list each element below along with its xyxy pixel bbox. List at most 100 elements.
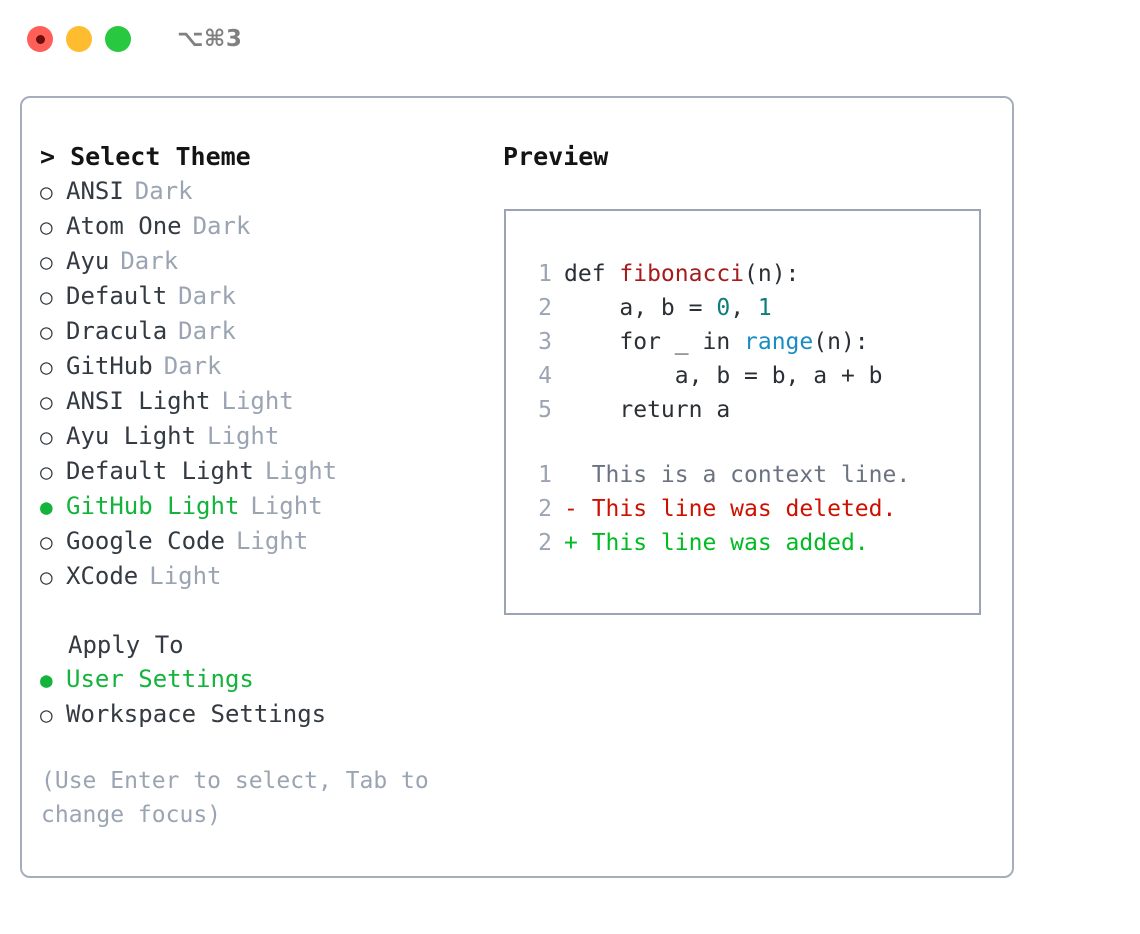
- radio-unselected-icon: ○: [40, 565, 53, 589]
- title-bar: ⌥⌘3: [0, 0, 1140, 78]
- apply-to-item[interactable]: ● User Settings: [40, 662, 502, 697]
- code-token-plain: return a: [564, 397, 731, 423]
- close-window-button[interactable]: [27, 26, 53, 52]
- theme-variant-badge: Light: [250, 492, 323, 520]
- radio-unselected-icon: ○: [40, 530, 53, 554]
- diff-line: 2 - This line was deleted.: [522, 492, 979, 526]
- theme-variant-badge: Light: [149, 562, 222, 590]
- theme-list-item[interactable]: ○ GitHub Dark: [40, 349, 502, 384]
- select-theme-heading: > Select Theme: [40, 142, 251, 171]
- theme-name-label: ANSI Light: [66, 387, 211, 415]
- radio-unselected-icon: ○: [40, 250, 53, 274]
- window-controls: [27, 26, 131, 52]
- diff-line-number: 2: [538, 496, 552, 522]
- apply-to-item[interactable]: ○Workspace Settings: [40, 697, 502, 732]
- code-line-number: 1: [538, 261, 552, 287]
- radio-unselected-icon: ○: [40, 355, 53, 379]
- code-line: 4 a, b = b, a + b: [522, 359, 979, 393]
- code-line-text: a, b = b, a + b: [564, 359, 883, 393]
- code-line-number: 4: [538, 363, 552, 389]
- theme-name-label: Dracula: [66, 317, 168, 345]
- radio-unselected-icon: ○: [40, 460, 53, 484]
- theme-variant-badge: Dark: [134, 177, 193, 205]
- radio-unselected-icon: ○: [40, 320, 53, 344]
- diff-line: 1 This is a context line.: [522, 458, 979, 492]
- code-token-plain: ,: [730, 295, 758, 321]
- code-line-text: a, b = 0, 1: [564, 291, 772, 325]
- theme-variant-badge: Dark: [178, 317, 236, 345]
- diff-line-text: - This line was deleted.: [564, 496, 897, 522]
- theme-list-item[interactable]: ○ Dracula Dark: [40, 314, 502, 349]
- spacer: [40, 594, 502, 628]
- minimize-window-button[interactable]: [66, 26, 92, 52]
- code-token-number: 1: [757, 295, 772, 321]
- diff-line-text: + This line was added.: [564, 530, 869, 556]
- keyboard-shortcut-label: ⌥⌘3: [177, 26, 243, 52]
- theme-list-item[interactable]: ○ Atom One Dark: [40, 209, 502, 244]
- theme-variant-badge: Dark: [163, 352, 222, 380]
- theme-name-label: GitHub: [66, 352, 153, 380]
- code-token-plain: a, b = b, a + b: [564, 363, 883, 389]
- diff-sample: 1 This is a context line. 2 - This line wa…: [522, 458, 979, 560]
- theme-variant-badge: Dark: [178, 282, 236, 310]
- code-line-text: def fibonacci(n):: [564, 257, 799, 291]
- theme-name-label: GitHub Light: [66, 492, 240, 520]
- code-line: 3 for _ in range(n):: [522, 325, 979, 359]
- keyboard-hint-text: (Use Enter to select, Tab to change focu…: [41, 768, 443, 828]
- theme-name-label: Atom One: [66, 212, 182, 240]
- theme-list-item[interactable]: ○ ANSI Dark: [40, 174, 502, 209]
- theme-name-label: ANSI: [66, 177, 124, 205]
- theme-name-label: XCode: [66, 562, 139, 590]
- theme-list-item[interactable]: ● GitHub Light Light: [40, 489, 502, 524]
- radio-unselected-icon: ○: [40, 180, 53, 204]
- diff-line-number: 1: [538, 462, 552, 488]
- theme-name-label: Default Light: [66, 457, 254, 485]
- code-line: 5 return a: [522, 393, 979, 427]
- radio-unselected-icon: ○: [40, 215, 53, 239]
- apply-to-label: User Settings: [66, 665, 254, 693]
- code-line: 2 a, b = 0, 1: [522, 291, 979, 325]
- spacer: [40, 732, 502, 764]
- theme-variant-badge: Light: [264, 457, 338, 485]
- theme-list-item[interactable]: ○ XCode Light: [40, 559, 502, 594]
- radio-selected-icon: ●: [40, 495, 53, 519]
- code-token-plain: (n):: [813, 329, 869, 355]
- theme-list-item[interactable]: ○ Default Dark: [40, 279, 502, 314]
- radio-unselected-icon: ○: [40, 285, 53, 309]
- code-line: 1 def fibonacci(n):: [522, 257, 979, 291]
- code-token-builtin: range: [744, 329, 814, 355]
- diff-line-text: This is a context line.: [564, 462, 911, 488]
- code-line-number: 2: [538, 295, 552, 321]
- theme-variant-badge: Dark: [120, 247, 179, 275]
- apply-to-list[interactable]: ● User Settings ○Workspace Settings: [40, 662, 502, 732]
- close-icon: [35, 34, 45, 44]
- theme-list-item[interactable]: ○ ANSI Light Light: [40, 384, 502, 419]
- code-line-number: 3: [538, 329, 552, 355]
- spacer: [522, 427, 979, 458]
- radio-unselected-icon: ○: [40, 390, 53, 414]
- theme-name-label: Default: [66, 282, 168, 310]
- diff-line-number: 2: [538, 530, 552, 556]
- theme-name-label: Ayu: [66, 247, 110, 275]
- theme-list-item[interactable]: ○ Ayu Dark: [40, 244, 502, 279]
- radio-unselected-icon: ○: [40, 425, 53, 449]
- theme-variant-badge: Dark: [192, 212, 251, 240]
- theme-list-item[interactable]: ○ Default Light Light: [40, 454, 502, 489]
- radio-selected-icon: ●: [40, 668, 53, 692]
- diff-line: 2 + This line was added.: [522, 526, 979, 560]
- code-token-number: 0: [716, 295, 731, 321]
- code-token-function: fibonacci: [619, 261, 745, 287]
- theme-variant-badge: Light: [221, 387, 294, 415]
- maximize-window-button[interactable]: [105, 26, 131, 52]
- radio-unselected-icon: ○: [40, 703, 53, 727]
